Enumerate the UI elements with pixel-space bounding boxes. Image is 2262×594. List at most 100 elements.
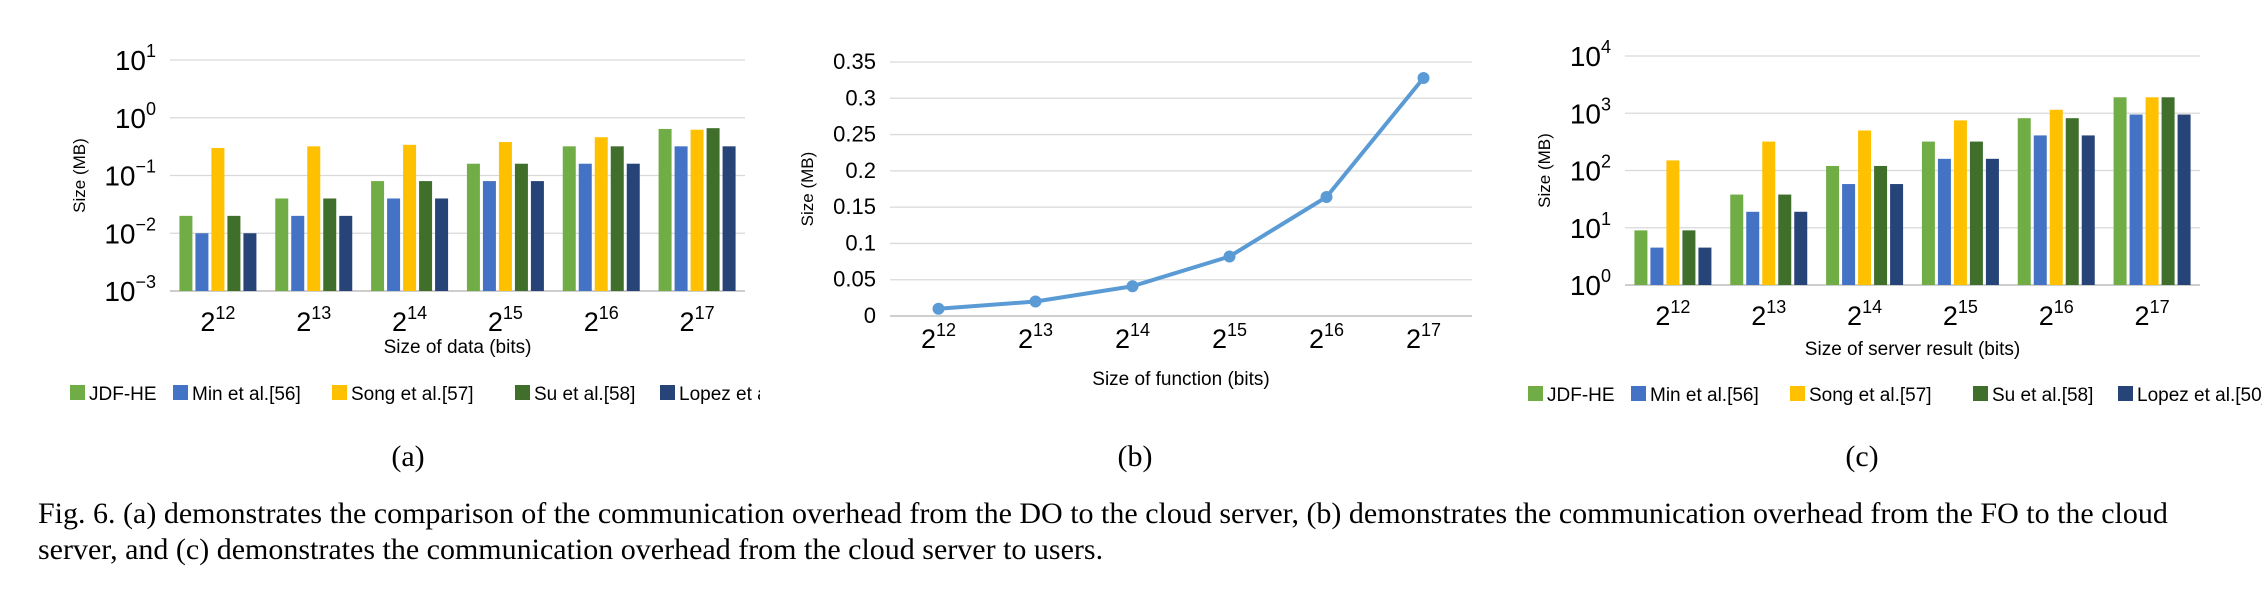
bar bbox=[2081, 135, 2095, 285]
legend-label: Lopez et al.[50] bbox=[679, 384, 760, 405]
bar bbox=[1778, 194, 1792, 285]
bar bbox=[1682, 230, 1696, 285]
bar bbox=[2145, 97, 2159, 286]
bar bbox=[626, 163, 640, 291]
x-tick-label: 217 bbox=[680, 303, 715, 337]
bar bbox=[243, 233, 257, 291]
y-tick-label: 102 bbox=[1570, 152, 1611, 187]
y-tick-label: 0.25 bbox=[833, 122, 876, 147]
bar bbox=[2065, 118, 2079, 285]
data-point bbox=[932, 302, 945, 315]
bar bbox=[211, 147, 225, 291]
legend-swatch bbox=[1973, 386, 1988, 401]
bar bbox=[562, 146, 576, 291]
bar bbox=[498, 142, 512, 291]
y-axis-label: Size (MB) bbox=[798, 152, 817, 227]
bar bbox=[371, 181, 385, 291]
bar bbox=[291, 215, 305, 291]
x-tick-label: 214 bbox=[1847, 297, 1882, 331]
bar bbox=[195, 233, 209, 291]
bar bbox=[1921, 141, 1935, 285]
bar bbox=[1985, 158, 1999, 285]
bar bbox=[307, 146, 321, 291]
x-axis-label: Size of server result (bits) bbox=[1805, 339, 2020, 360]
x-tick-label: 216 bbox=[584, 303, 619, 337]
bar bbox=[435, 198, 449, 291]
bar bbox=[1890, 184, 1904, 285]
bar bbox=[403, 144, 417, 291]
bar bbox=[1730, 194, 1744, 285]
bar bbox=[706, 128, 720, 291]
x-tick-label: 216 bbox=[2039, 297, 2074, 331]
x-tick-label: 213 bbox=[1018, 320, 1053, 354]
legend-label: Su et al.[58] bbox=[1992, 385, 2093, 406]
bar bbox=[2049, 109, 2063, 285]
y-tick-label: 101 bbox=[1570, 209, 1611, 244]
x-tick-label: 215 bbox=[1943, 297, 1978, 331]
bar bbox=[2129, 114, 2143, 285]
x-tick-label: 217 bbox=[1406, 320, 1441, 354]
legend-swatch bbox=[1528, 386, 1543, 401]
bar bbox=[1746, 211, 1760, 285]
x-tick-label: 214 bbox=[392, 303, 427, 337]
bar bbox=[722, 146, 736, 291]
legend-swatch bbox=[173, 385, 188, 400]
bar bbox=[323, 198, 337, 291]
bar bbox=[514, 163, 528, 291]
bar bbox=[594, 137, 608, 291]
x-tick-label: 213 bbox=[296, 303, 331, 337]
legend-swatch bbox=[332, 385, 347, 400]
legend-label: JDF-HE bbox=[1547, 385, 1615, 406]
legend-swatch bbox=[1631, 386, 1646, 401]
y-tick-label: 0.35 bbox=[833, 49, 876, 74]
bar bbox=[1826, 165, 1840, 285]
y-tick-label: 100 bbox=[115, 99, 156, 134]
figure-caption: Fig. 6. (a) demonstrates the comparison … bbox=[38, 497, 2168, 566]
x-tick-label: 217 bbox=[2135, 297, 2170, 331]
bar bbox=[1969, 141, 1983, 285]
bar bbox=[2017, 118, 2031, 285]
y-tick-label: 100 bbox=[1570, 266, 1611, 301]
y-tick-label: 0.05 bbox=[833, 267, 876, 292]
bar bbox=[658, 128, 672, 291]
y-axis-label: Size (MB) bbox=[70, 138, 89, 213]
bar bbox=[1953, 120, 1967, 285]
bar bbox=[1842, 184, 1856, 285]
bar bbox=[2161, 97, 2175, 286]
y-tick-label: 101 bbox=[115, 41, 156, 76]
legend-swatch bbox=[515, 385, 530, 400]
legend-label: Song et al.[57] bbox=[351, 384, 474, 405]
legend-swatch bbox=[70, 385, 85, 400]
bar bbox=[179, 215, 193, 291]
subfigure-label-b: (b) bbox=[1117, 440, 1153, 473]
bar bbox=[1858, 130, 1872, 285]
legend-label: JDF-HE bbox=[89, 384, 157, 405]
legend-label: Song et al.[57] bbox=[1809, 385, 1932, 406]
bar bbox=[1650, 247, 1664, 285]
subfigure-label-a: (a) bbox=[391, 440, 425, 473]
legend-swatch bbox=[2118, 386, 2133, 401]
bar bbox=[1794, 211, 1808, 285]
subfigure-label-c: (c) bbox=[1845, 440, 1879, 473]
bar bbox=[419, 181, 433, 291]
bar bbox=[2033, 135, 2047, 285]
bar bbox=[482, 181, 496, 291]
bar bbox=[227, 215, 241, 291]
x-tick-label: 215 bbox=[488, 303, 523, 337]
x-tick-label: 216 bbox=[1309, 320, 1344, 354]
bar bbox=[275, 198, 289, 291]
y-tick-label: 0.15 bbox=[833, 194, 876, 219]
bar bbox=[610, 146, 624, 291]
data-point bbox=[1320, 190, 1333, 203]
legend-label: Su et al.[58] bbox=[534, 384, 635, 405]
y-tick-label: 10−1 bbox=[104, 157, 156, 192]
bar bbox=[387, 198, 401, 291]
bar bbox=[466, 163, 480, 291]
y-tick-label: 104 bbox=[1570, 37, 1611, 72]
x-tick-label: 212 bbox=[921, 320, 956, 354]
